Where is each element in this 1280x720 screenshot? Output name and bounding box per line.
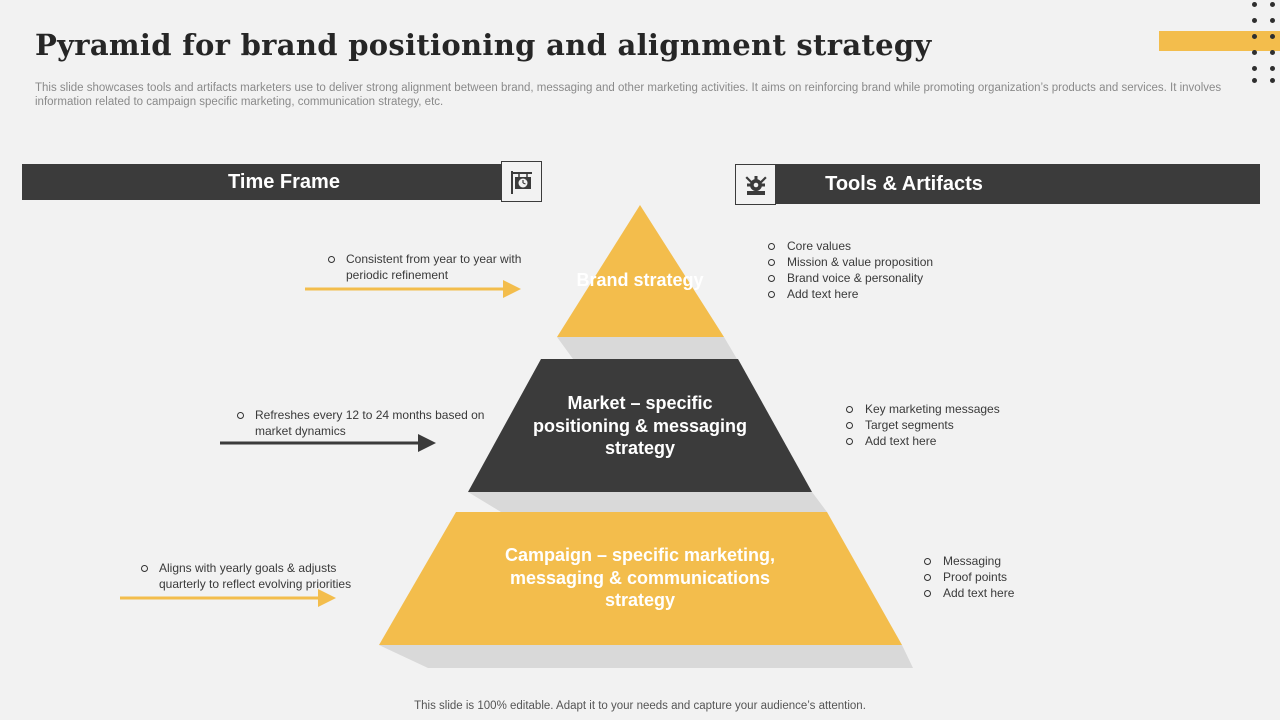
tier-2-label: Market – specific positioning & messagin…	[532, 393, 747, 459]
list-item: Proof points	[924, 569, 1014, 585]
page-title: Pyramid for brand positioning and alignm…	[35, 28, 932, 62]
list-item: Add text here	[768, 286, 933, 302]
tier-3-time-frame: Aligns with yearly goals & adjusts quart…	[141, 560, 381, 592]
tier-3-tools-list: Messaging Proof points Add text here	[924, 553, 1014, 601]
list-item: Add text here	[924, 585, 1014, 601]
signboard-clock-icon	[501, 161, 542, 202]
tier-1-time-frame: Consistent from year to year with period…	[328, 251, 550, 283]
tier-1-shadow	[557, 337, 737, 359]
tier-3-label: Campaign – specific marketing, messaging…	[504, 545, 776, 611]
tools-artifacts-header: Tools & Artifacts	[776, 164, 1260, 204]
list-item: Key marketing messages	[846, 401, 1000, 417]
tier-3-shadow	[379, 645, 913, 668]
list-item: Target segments	[846, 417, 1000, 433]
list-item: Messaging	[924, 553, 1014, 569]
accent-bar	[1159, 31, 1280, 51]
time-frame-title: Time Frame	[228, 170, 340, 193]
list-item: Core values	[768, 238, 933, 254]
tools-artifacts-title: Tools & Artifacts	[825, 172, 983, 195]
list-item: Brand voice & personality	[768, 270, 933, 286]
tier-2-shadow	[468, 492, 827, 512]
tier-2-tools-list: Key marketing messages Target segments A…	[846, 401, 1000, 449]
tier-1-shape	[557, 205, 724, 337]
tier-3-shape	[379, 512, 902, 645]
page-subtitle: This slide showcases tools and artifacts…	[35, 82, 1222, 108]
list-item: Add text here	[846, 433, 1000, 449]
tier-2-time-frame: Refreshes every 12 to 24 months based on…	[237, 407, 497, 439]
gear-tools-icon	[735, 164, 776, 205]
tier-1-label: Brand strategy	[576, 269, 704, 290]
time-frame-header: Time Frame	[22, 164, 502, 200]
tier-2-shape	[468, 359, 812, 492]
tier-1-tools-list: Core values Mission & value proposition …	[768, 238, 933, 302]
footer-note: This slide is 100% editable. Adapt it to…	[414, 700, 866, 712]
list-item: Mission & value proposition	[768, 254, 933, 270]
